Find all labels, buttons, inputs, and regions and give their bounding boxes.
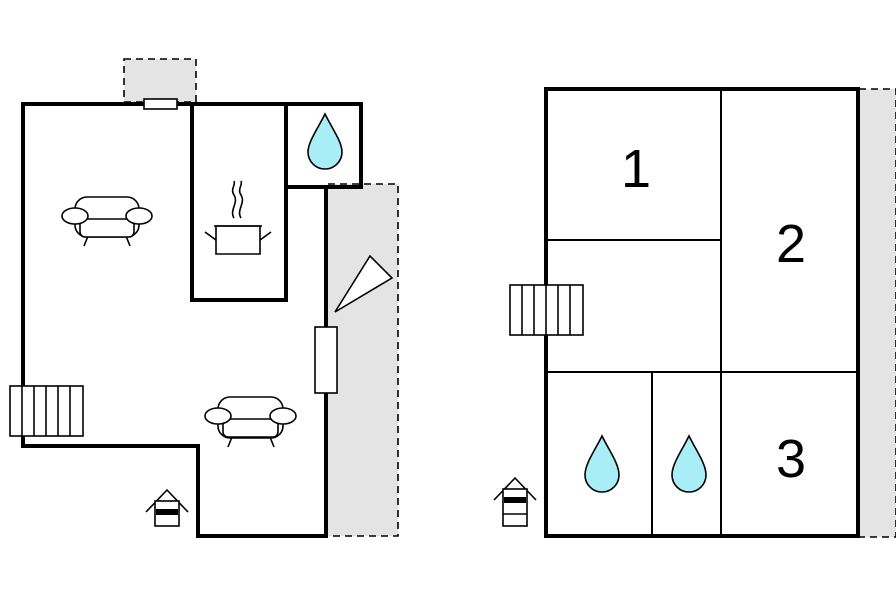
staircase-icon [509, 284, 584, 336]
parasol-icon [334, 254, 394, 313]
window-icon [143, 98, 178, 110]
floor-level-icon [493, 476, 537, 527]
entrance-icon [145, 488, 189, 527]
terrace-door-icon [314, 326, 338, 394]
staircase-icon [9, 385, 84, 437]
room-number-1: 1 [621, 139, 651, 199]
terrace-area [328, 183, 399, 537]
water-drop-icon [307, 112, 343, 170]
room-number-3: 3 [776, 429, 806, 489]
water-drop-icon [671, 434, 707, 493]
upper-floor: 1 2 3 [493, 87, 896, 538]
terrace-area [858, 88, 896, 538]
kitchen-room [190, 104, 288, 302]
top-terrace-area [123, 58, 197, 103]
ground-floor [9, 58, 399, 538]
cooking-pot-icon [204, 180, 272, 255]
sofa-icon [204, 396, 297, 448]
bathroom-room [284, 102, 363, 189]
room-number-2: 2 [776, 214, 806, 274]
sofa-icon [61, 196, 153, 247]
water-drop-icon [584, 434, 620, 493]
